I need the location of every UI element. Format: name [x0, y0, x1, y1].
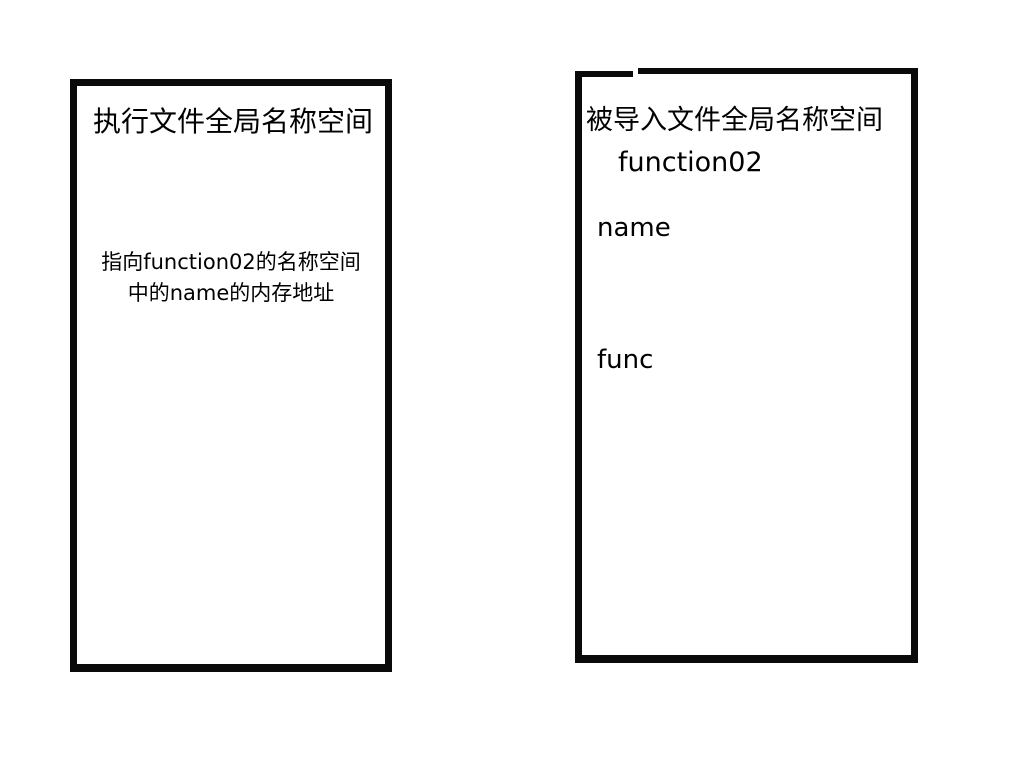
imported-file-namespace-title: 被导入文件全局名称空间: [586, 105, 883, 136]
namespace-entry-name: name: [597, 213, 671, 243]
box-border-left: [575, 71, 582, 663]
pointer-note-line-1: 指向function02的名称空间: [101, 250, 361, 274]
imported-file-namespace-box: 被导入文件全局名称空间 function02 name func: [575, 66, 918, 663]
box-border-right: [385, 79, 392, 672]
executing-file-namespace-title: 执行文件全局名称空间: [92, 105, 373, 138]
executing-file-namespace-body: 执行文件全局名称空间 指向function02的名称空间 中的name的内存地址: [70, 79, 392, 672]
box-border-bottom: [70, 664, 392, 672]
box-border-top: [70, 79, 392, 86]
box-border-right: [911, 68, 918, 663]
imported-module-name: function02: [618, 147, 763, 178]
box-border-left: [70, 79, 77, 672]
box-border-top-left-segment: [575, 71, 633, 77]
executing-file-namespace-box: 执行文件全局名称空间 指向function02的名称空间 中的name的内存地址: [70, 79, 392, 672]
namespace-entry-func: func: [597, 345, 654, 375]
box-border-bottom: [575, 655, 918, 663]
pointer-note: 指向function02的名称空间 中的name的内存地址: [76, 247, 386, 309]
box-border-top-right-segment: [638, 68, 918, 74]
pointer-note-line-2: 中的name的内存地址: [127, 281, 335, 305]
imported-file-namespace-body: 被导入文件全局名称空间 function02 name func: [575, 66, 918, 663]
